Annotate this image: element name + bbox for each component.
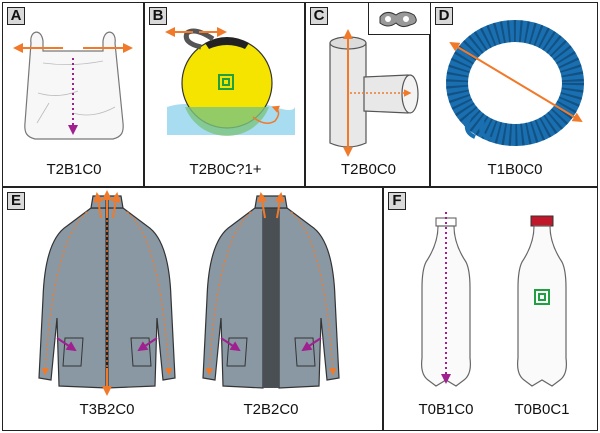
bag-outline xyxy=(24,31,124,140)
jacket-zipped xyxy=(38,190,176,396)
panel-f-label: F xyxy=(388,192,406,210)
pocket-arrow-left xyxy=(56,337,77,352)
panel-c-label: C xyxy=(310,7,328,25)
caption-f-left: T0B1C0 xyxy=(418,401,474,418)
pocket-right-2 xyxy=(294,337,316,367)
jacket-right-body xyxy=(106,207,176,389)
panel-d-label: D xyxy=(435,7,453,25)
pocket-arrow-left-2 xyxy=(220,337,241,352)
inset-fitting xyxy=(379,11,417,28)
rope-diagonal-arrow xyxy=(449,41,583,123)
bottle-capped xyxy=(517,215,567,387)
bottle-uncapped xyxy=(421,212,471,387)
sleeve-dotted-left-2 xyxy=(205,211,252,376)
pipe-branch xyxy=(363,74,409,114)
collar-arrow-left-2 xyxy=(257,192,268,219)
collar-arrow-left xyxy=(93,192,104,219)
caption-b: T2B0C?1+ xyxy=(189,161,262,178)
sleeve-dotted-left xyxy=(41,211,88,376)
green-marker-inner-f xyxy=(538,293,546,301)
bottle-body-2 xyxy=(517,225,567,387)
rope-coil-hole xyxy=(487,61,547,109)
buoy-submerged xyxy=(185,107,269,136)
bottle-cap xyxy=(530,215,554,227)
sleeve-dotted-right xyxy=(126,211,173,376)
buoy-curved-arrow xyxy=(252,105,280,124)
jacket-open-left xyxy=(202,207,264,389)
pipe-branch-opening xyxy=(401,74,419,114)
panel-b: B T2B0C?1+ xyxy=(144,2,305,187)
green-marker-outer xyxy=(218,74,234,90)
jacket-open-right xyxy=(278,207,340,389)
panel-a: A T2B1C0 xyxy=(2,2,144,187)
sleeve-dotted-right-2 xyxy=(290,211,337,376)
bottles-illustration xyxy=(421,212,567,387)
bottle-body xyxy=(421,225,471,387)
pocket-left-2 xyxy=(226,337,248,367)
green-marker-inner xyxy=(222,78,230,86)
inset-hole-left xyxy=(385,16,391,22)
panel-e: E xyxy=(2,187,383,431)
pocket-left xyxy=(62,337,84,367)
buoy-top-cap xyxy=(205,37,249,49)
pipe-tee-illustration xyxy=(329,11,419,157)
pocket-right xyxy=(130,337,152,367)
jacket-open-inner xyxy=(263,208,279,388)
plastic-bag-illustration xyxy=(13,31,133,140)
caption-e-left: T3B2C0 xyxy=(79,401,135,418)
jackets-illustration xyxy=(38,190,340,396)
panel-c: C T2B0C0 xyxy=(305,2,430,187)
collar-arrow-right xyxy=(110,192,121,219)
panel-d: D T1B0C0 xyxy=(430,2,598,187)
pocket-arrow-right-2 xyxy=(301,337,322,352)
rope-coil-illustration xyxy=(446,20,584,146)
jacket-left-body xyxy=(38,207,108,389)
inset-hole-right xyxy=(403,16,409,22)
collar-arrow-right-2 xyxy=(274,192,285,219)
jacket-open-collar xyxy=(254,195,288,209)
panel-a-label: A xyxy=(7,7,25,25)
panel-b-label: B xyxy=(149,7,167,25)
panel-f: F T0B1C0 T0B0C1 xyxy=(383,187,598,431)
caption-f-right: T0B0C1 xyxy=(514,401,570,418)
pocket-arrow-right xyxy=(137,337,158,352)
panel-e-label: E xyxy=(7,192,25,210)
buoy-illustration xyxy=(165,27,295,136)
green-marker-outer-f xyxy=(534,289,550,305)
caption-d: T1B0C0 xyxy=(487,161,543,178)
caption-c: T2B0C0 xyxy=(340,161,397,178)
caption-a: T2B1C0 xyxy=(46,161,102,178)
caption-e-right: T2B2C0 xyxy=(243,401,299,418)
jacket-open xyxy=(202,192,340,389)
